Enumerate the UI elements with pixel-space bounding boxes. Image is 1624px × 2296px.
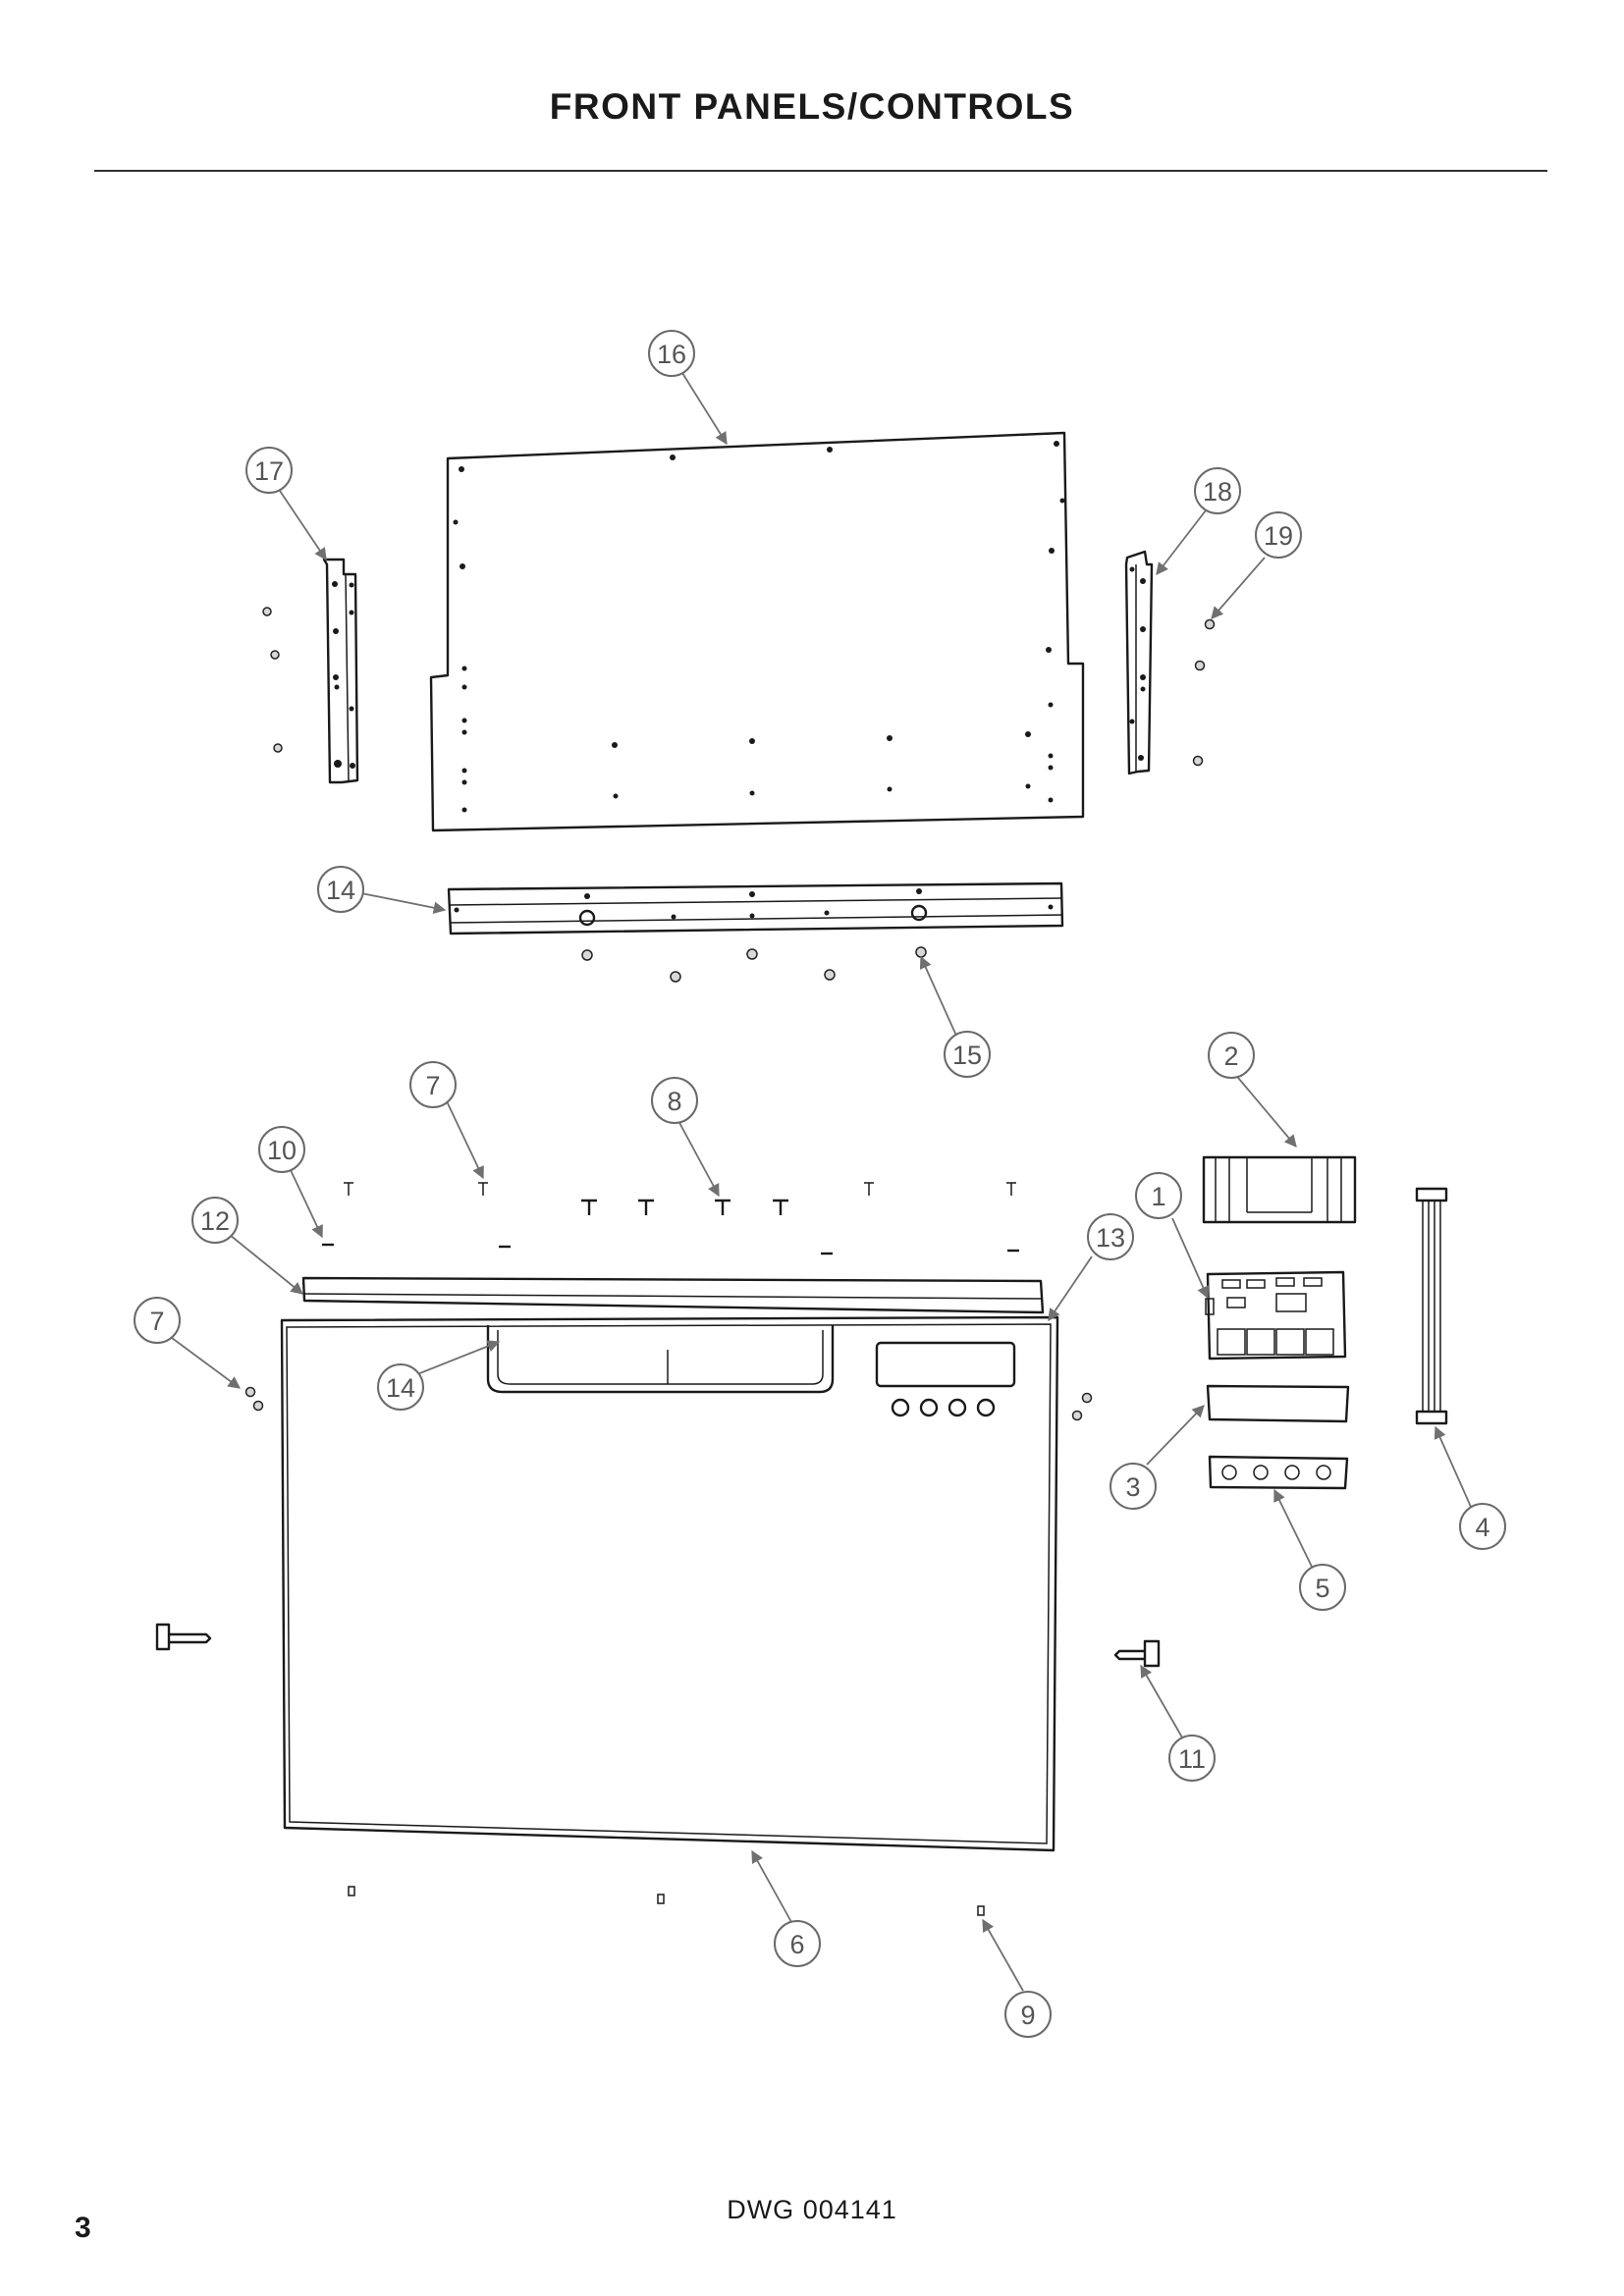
callout-6: 6 <box>774 1920 821 1967</box>
svg-text:16: 16 <box>657 340 686 369</box>
svg-text:12: 12 <box>200 1206 230 1236</box>
part-2-housing <box>1202 1155 1357 1224</box>
part-20-screws <box>1192 618 1216 767</box>
callout-18: 17 <box>245 447 293 494</box>
svg-text:17: 17 <box>254 456 284 486</box>
part-6-door-panel <box>280 1315 1059 1852</box>
part-8-screws <box>581 1199 788 1215</box>
callout-16: 15 <box>944 1031 991 1078</box>
svg-text:7: 7 <box>149 1307 164 1336</box>
callout-8: 8 <box>651 1077 698 1124</box>
svg-text:18: 18 <box>1203 477 1232 507</box>
part-19-right-bracket <box>1124 550 1154 775</box>
callout-7-top: 7 <box>409 1061 457 1108</box>
part-4-cable <box>1415 1187 1448 1425</box>
callout-3: 3 <box>1110 1463 1157 1510</box>
callout-11: 11 <box>1168 1735 1216 1782</box>
part-16-nuts <box>581 946 927 983</box>
svg-text:10: 10 <box>267 1136 297 1165</box>
svg-text:4: 4 <box>1475 1513 1489 1542</box>
page-number: 3 <box>75 2212 91 2244</box>
callout-12: 12 <box>191 1197 239 1244</box>
part-11-hinge-pin <box>155 1623 1161 1668</box>
callout-4: 4 <box>1459 1503 1506 1550</box>
svg-text:1: 1 <box>1151 1182 1165 1211</box>
svg-text:7: 7 <box>425 1071 440 1100</box>
page-title: FRONT PANELS/CONTROLS <box>549 86 1075 127</box>
svg-text:11: 11 <box>1178 1744 1206 1774</box>
part-15-rail <box>447 881 1064 935</box>
svg-text:5: 5 <box>1315 1574 1329 1603</box>
callout-17: 16 <box>648 330 695 377</box>
svg-text:15: 15 <box>952 1041 982 1070</box>
svg-text:2: 2 <box>1223 1041 1238 1071</box>
callout-1: 1 <box>1135 1172 1182 1219</box>
title-divider <box>94 170 1547 172</box>
callout-19: 18 <box>1194 467 1241 514</box>
callout-20: 19 <box>1255 511 1302 559</box>
callout-15: 14 <box>317 866 364 913</box>
part-17-inner-panel <box>429 431 1085 832</box>
callout-10: 10 <box>258 1126 305 1173</box>
drawing-number: DWG 004141 <box>727 2195 897 2224</box>
svg-text:19: 19 <box>1264 521 1293 551</box>
part-9-fasteners <box>348 1886 985 1916</box>
callout-13: 13 <box>1087 1213 1134 1260</box>
part-7-screws <box>244 1182 1093 1421</box>
part-1-control-board <box>1205 1270 1347 1361</box>
leader-lines <box>167 372 1472 1992</box>
svg-text:8: 8 <box>667 1087 681 1116</box>
svg-text:13: 13 <box>1096 1223 1125 1253</box>
svg-text:14: 14 <box>326 876 355 905</box>
callout-7-left: 7 <box>134 1297 181 1344</box>
svg-text:14: 14 <box>386 1373 415 1403</box>
part-5-button-carrier <box>1208 1455 1349 1490</box>
callout-14: 14 <box>377 1363 424 1411</box>
callout-9: 9 <box>1004 1991 1052 2038</box>
part-3-display-window <box>1206 1384 1350 1423</box>
svg-text:3: 3 <box>1125 1472 1140 1502</box>
callout-2: 2 <box>1208 1032 1255 1079</box>
svg-text:6: 6 <box>789 1930 804 1959</box>
part-12-top-trim <box>301 1276 1045 1314</box>
svg-text:9: 9 <box>1020 2001 1035 2030</box>
part-10-clips <box>322 1243 1019 1255</box>
part-18-left-bracket <box>262 558 359 784</box>
callout-5: 5 <box>1299 1564 1346 1611</box>
